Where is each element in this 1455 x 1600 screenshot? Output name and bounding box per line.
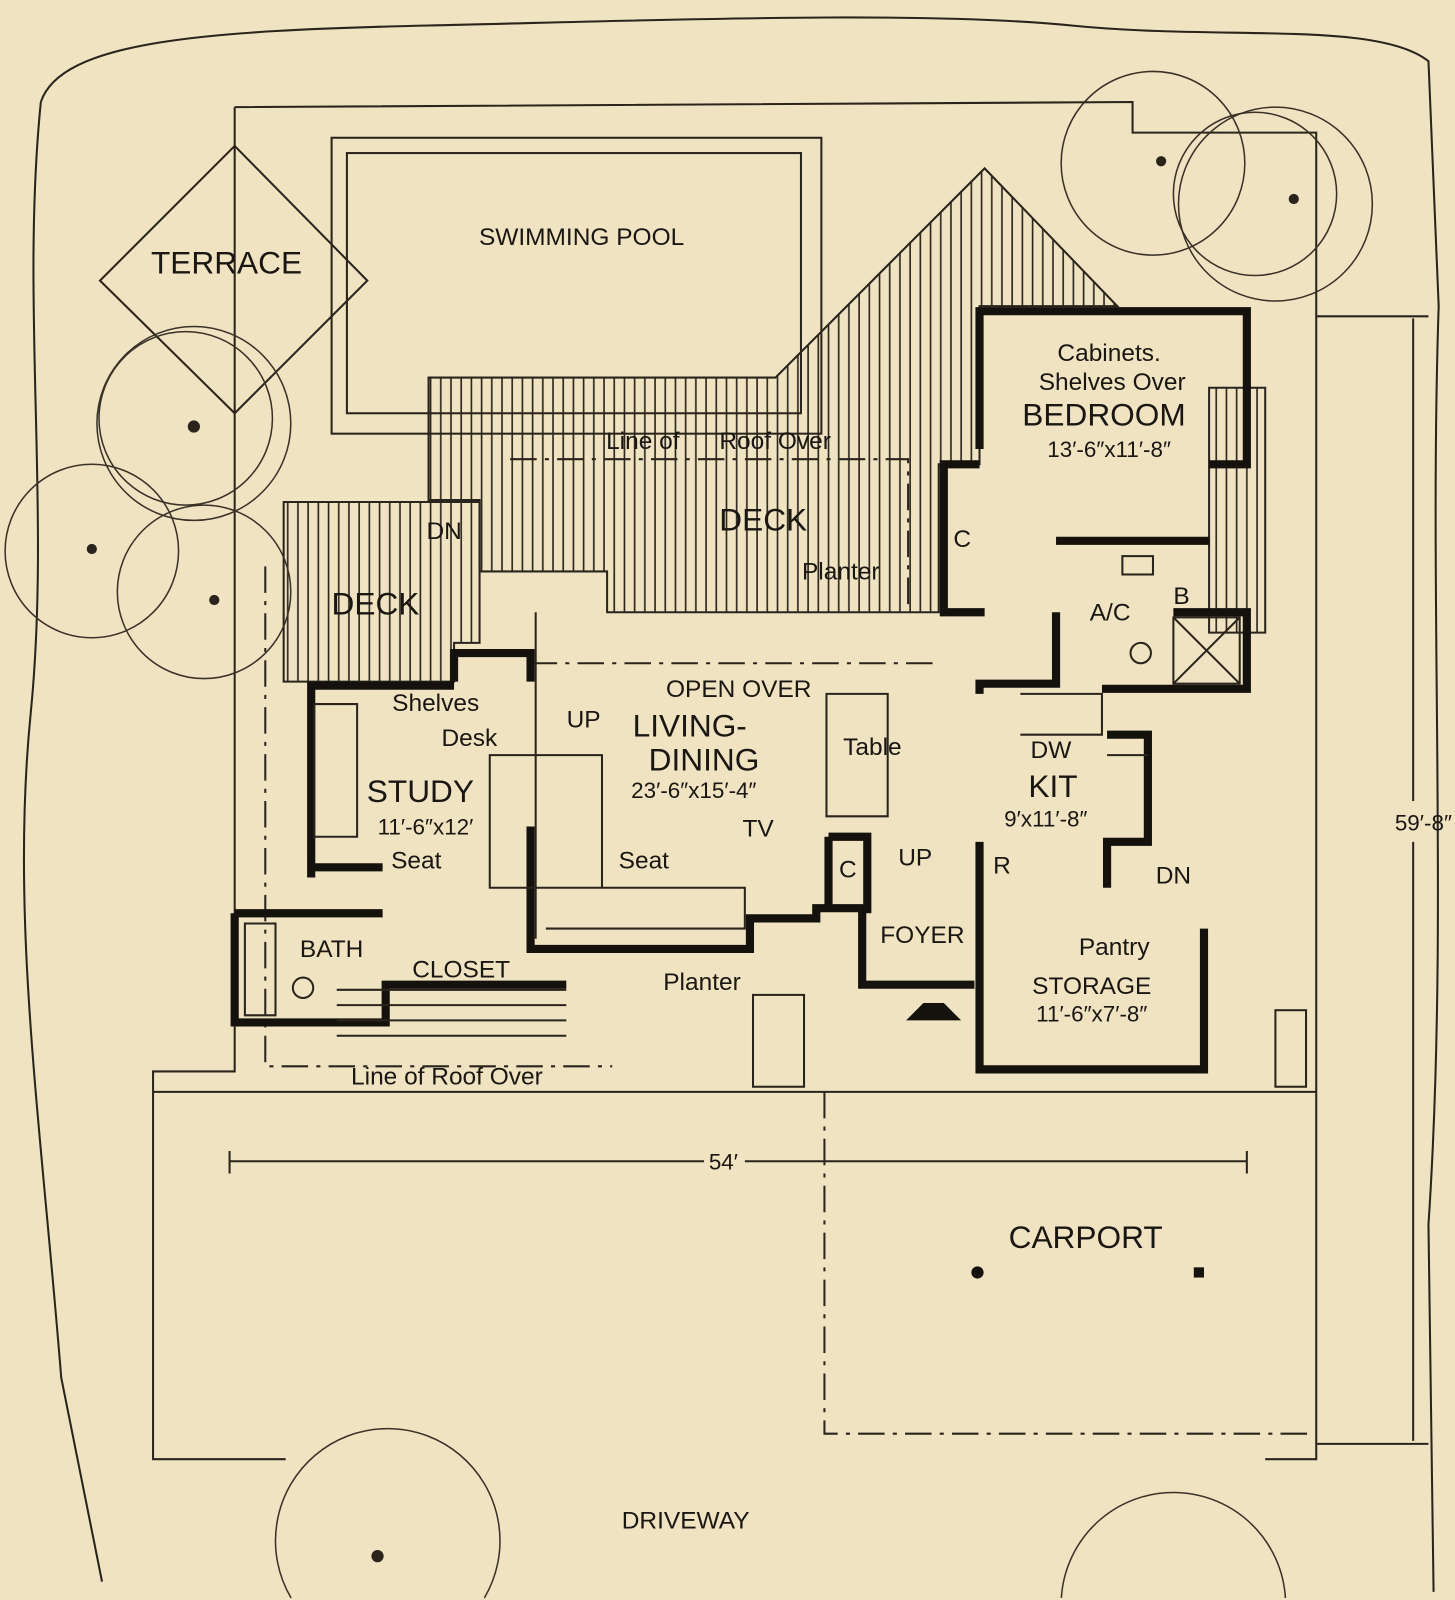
up-foyer-label: UP: [898, 844, 932, 871]
kitchen-label: KIT: [1028, 768, 1077, 804]
living-size: 23′-6″x15′-4″: [631, 778, 756, 803]
carport-post: [1193, 1267, 1204, 1278]
dn-deck-label: DN: [427, 518, 462, 545]
side-planter-box: [1274, 1009, 1308, 1088]
depth-dimension: 59′-8″: [1395, 811, 1452, 836]
pantry-label: Pantry: [1079, 934, 1150, 961]
roof-note-bottom: Line of Roof Over: [351, 1064, 543, 1091]
dn-kitchen-label: DN: [1156, 863, 1191, 890]
carport-roof-line: [823, 1091, 1312, 1435]
storage-size: 11′-6″x7′-8″: [1036, 1001, 1147, 1026]
b-label: B: [1173, 583, 1189, 610]
interior-lines: [243, 612, 1241, 1037]
bath-sink: [291, 976, 315, 999]
shelves-label: Shelves: [392, 690, 479, 717]
deck-main-label: DECK: [719, 502, 807, 538]
dimension-width-line: [228, 1151, 1248, 1174]
carport-post: [971, 1266, 984, 1279]
closet-label: CLOSET: [412, 957, 510, 984]
roof-line: [264, 458, 939, 1068]
dw-label: DW: [1031, 737, 1073, 764]
carport-label: CARPORT: [1009, 1219, 1163, 1255]
table-label: Table: [843, 734, 901, 761]
roof-note-a: Line of: [606, 428, 680, 455]
planter-entry-label: Planter: [663, 969, 741, 996]
up-study-label: UP: [567, 707, 601, 734]
study-label: STUDY: [367, 773, 474, 809]
closet-bed-label: C: [953, 526, 971, 553]
driveway-label: DRIVEWAY: [622, 1508, 750, 1535]
entry-arrow-icon: [906, 1003, 962, 1021]
ac-label: A/C: [1090, 599, 1131, 626]
living-label: LIVING-: [633, 708, 747, 744]
living-seat-label: Seat: [619, 847, 670, 874]
lot-line: [152, 101, 1318, 1461]
terrace-outline: [98, 144, 369, 415]
bedroom-note2: Shelves Over: [1039, 369, 1186, 396]
foyer-label: FOYER: [880, 922, 964, 949]
tv-label: TV: [742, 816, 774, 843]
width-dimension: 54′: [709, 1149, 738, 1174]
pool-label: SWIMMING POOL: [479, 224, 684, 251]
dining-label: DINING: [649, 741, 760, 777]
study-seat-label: Seat: [391, 847, 442, 874]
bedroom-sink: [1121, 555, 1155, 576]
dimension-extension-lines: [1316, 315, 1429, 1445]
trees: [4, 70, 1374, 1599]
hedge-border: [22, 16, 1440, 1592]
walls: [230, 307, 1251, 1074]
bedroom-label: BEDROOM: [1022, 397, 1185, 433]
storage-label: STORAGE: [1032, 973, 1151, 1000]
terrace-label: TERRACE: [151, 244, 302, 280]
desk-label: Desk: [441, 725, 498, 752]
deck-west-label: DECK: [332, 585, 420, 621]
bedroom-side-deck: [1208, 386, 1267, 634]
roof-note-b: Roof Over: [719, 428, 831, 455]
closet-foyer-label: C: [839, 857, 857, 884]
pool-inner: [345, 152, 802, 415]
bath-label: BATH: [300, 936, 363, 963]
entry-planter-box: [751, 993, 806, 1088]
refrigerator-label: R: [993, 852, 1011, 879]
kitchen-size: 9′x11′-8″: [1004, 807, 1087, 832]
deck-west-hatch: [282, 501, 481, 683]
bedroom-note1: Cabinets.: [1057, 340, 1160, 367]
bedroom-size: 13′-6″x11′-8″: [1047, 437, 1171, 462]
toilet: [1129, 641, 1152, 665]
planter-deck-label: Planter: [802, 559, 880, 586]
open-over-label: OPEN OVER: [666, 676, 811, 703]
study-size: 11′-6″x12′: [378, 815, 474, 840]
